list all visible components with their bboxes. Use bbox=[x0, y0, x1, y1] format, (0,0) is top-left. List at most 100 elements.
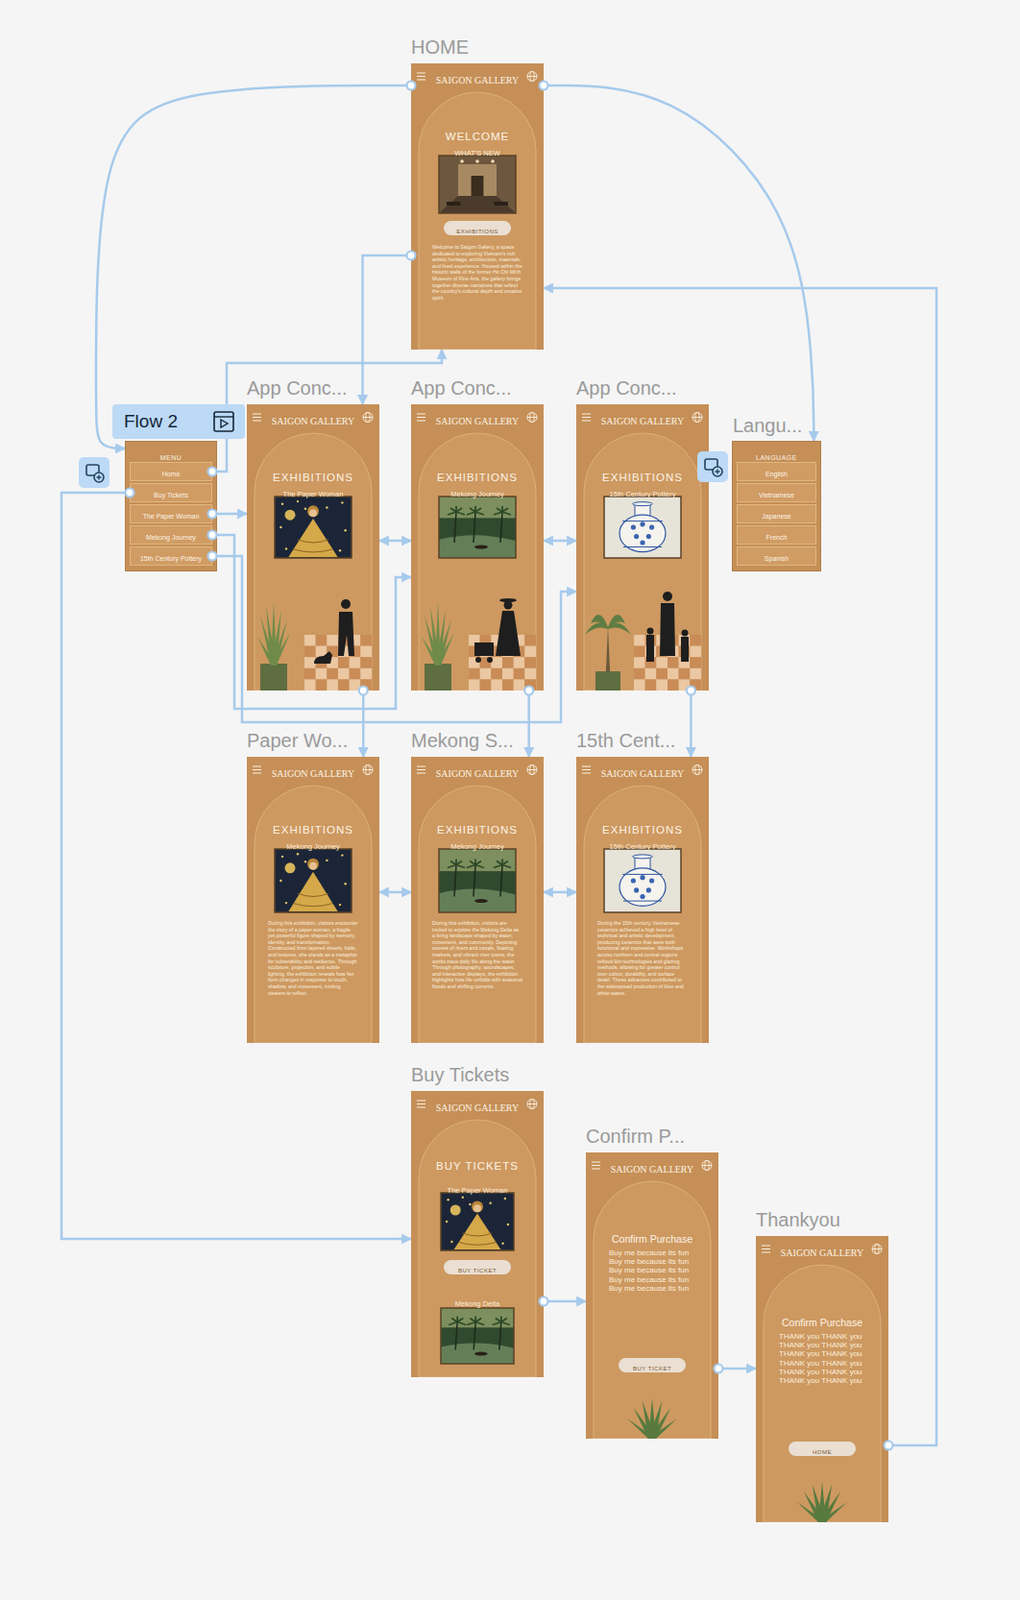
text-slot: BUY TICKETS bbox=[411, 1156, 544, 1174]
connector-handle bbox=[686, 686, 696, 696]
screen-heading: EXHIBITIONS bbox=[602, 824, 683, 836]
screen-heading: EXHIBITIONS bbox=[437, 471, 518, 484]
text-slot: 15th Century Pottery bbox=[576, 483, 709, 501]
text-slot: Mekong S... bbox=[411, 729, 516, 753]
menu-item: Vietnamese bbox=[736, 483, 817, 503]
button-label: EXHIBITIONS bbox=[456, 228, 499, 235]
prototype-connector bbox=[543, 539, 577, 543]
menu-item-label: Buy Tickets bbox=[153, 491, 189, 499]
menu-heading: LANGUAGE bbox=[755, 454, 798, 462]
connector-handle bbox=[208, 510, 218, 519]
text-slot: EXHIBITIONS bbox=[246, 820, 380, 838]
flow-badge: Flow 2 bbox=[112, 404, 245, 439]
subheading: Mekong Delta bbox=[455, 1299, 500, 1309]
frame-illustration bbox=[411, 1091, 544, 1378]
body-text: During this exhibition, visitors encount… bbox=[267, 920, 359, 996]
brand-header: SAIGON GALLERY bbox=[436, 415, 519, 427]
text-slot: SAIGON GALLERY bbox=[411, 763, 544, 781]
prototype-connector bbox=[96, 85, 412, 449]
brand-header: SAIGON GALLERY bbox=[436, 1102, 519, 1114]
flow-name: Flow 2 bbox=[112, 411, 178, 432]
menu-overlay: MENUHomeBuy TicketsThe Paper WomanMekong… bbox=[124, 440, 218, 572]
screen-frame: App Conc...SAIGON GALLERYEXHIBITIONSMeko… bbox=[411, 404, 544, 691]
text-slot: HOME bbox=[411, 36, 471, 59]
screen-frame: 15th Cent...SAIGON GALLERYEXHIBITIONS15t… bbox=[576, 756, 709, 1044]
connector-handle bbox=[524, 686, 534, 696]
add-flow-icon bbox=[78, 457, 110, 488]
text-slot: Confirm Purchase bbox=[755, 1312, 889, 1331]
brand-header: SAIGON GALLERY bbox=[601, 768, 684, 779]
language-overlay: Langu...LANGUAGEEnglishVietnameseJapanes… bbox=[731, 440, 822, 572]
connector-handle bbox=[208, 531, 218, 540]
menu-item: The Paper Woman bbox=[129, 504, 213, 524]
frame-illustration bbox=[411, 756, 544, 1044]
screen-frame: Buy TicketsSAIGON GALLERYBUY TICKETSThe … bbox=[411, 1091, 544, 1378]
menu-item-label: Japanese bbox=[761, 512, 791, 520]
frame-name: Paper Wo... bbox=[246, 729, 350, 752]
connector-handle bbox=[539, 81, 549, 91]
text-slot: Thankyou bbox=[755, 1209, 843, 1232]
text-slot: During this exhibition, visitors encount… bbox=[267, 920, 359, 996]
text-slot: During the 15th century, Vietnamese cera… bbox=[597, 920, 688, 996]
frame-illustration bbox=[246, 404, 380, 691]
text-slot: Confirm Purchase bbox=[585, 1229, 719, 1247]
body-text: THANK you THANK you THANK you THANK you … bbox=[778, 1332, 866, 1385]
frame-name: App Conc... bbox=[246, 377, 350, 399]
connector-handle bbox=[407, 251, 416, 261]
menu-item-label: Spanish bbox=[764, 555, 789, 562]
screen-heading: EXHIBITIONS bbox=[602, 471, 683, 484]
text-slot: SAIGON GALLERY bbox=[585, 1159, 719, 1177]
screen-frame: ThankyouSAIGON GALLERYConfirm PurchaseTH… bbox=[755, 1236, 889, 1523]
text-slot: The Paper Woman bbox=[246, 483, 380, 501]
connector-handle bbox=[884, 1441, 894, 1451]
text-slot: EXHIBITIONS bbox=[411, 820, 544, 838]
frame-illustration bbox=[411, 404, 544, 691]
button-pill: BUY TICKET bbox=[443, 1260, 511, 1275]
frame-illustration bbox=[411, 63, 544, 350]
menu-item-label: English bbox=[765, 470, 788, 478]
brand-header: SAIGON GALLERY bbox=[436, 74, 519, 86]
connector-handle bbox=[407, 81, 416, 91]
frame-name: App Conc... bbox=[411, 377, 514, 399]
subheading: The Paper Woman bbox=[447, 1186, 509, 1195]
text-slot: Confirm P... bbox=[585, 1125, 687, 1148]
prototype-connector bbox=[379, 539, 412, 543]
screen-heading: WELCOME bbox=[445, 130, 510, 143]
frame-name: Langu... bbox=[732, 414, 804, 437]
prototype-connector bbox=[212, 512, 247, 516]
prototype-connector bbox=[689, 690, 693, 757]
play-icon bbox=[212, 410, 236, 434]
text-slot: EXHIBITIONS bbox=[576, 467, 709, 486]
frame-illustration bbox=[576, 404, 709, 691]
menu-item-label: Vietnamese bbox=[758, 491, 795, 499]
frame-name: Buy Tickets bbox=[411, 1064, 511, 1086]
prototype-connector bbox=[362, 690, 365, 757]
prototype-connector bbox=[543, 85, 814, 441]
menu-item: Spanish bbox=[736, 546, 817, 566]
text-slot: Spanish bbox=[737, 547, 816, 565]
text-slot: 15th Century Pottery bbox=[576, 835, 709, 853]
menu-item: Buy Tickets bbox=[129, 483, 213, 503]
screen-frame: HOMESAIGON GALLERYWELCOMEWHAT'S NEWEXHIB… bbox=[411, 63, 544, 350]
text-slot: The Paper Woman bbox=[411, 1179, 544, 1197]
menu-item: Japanese bbox=[736, 504, 817, 524]
menu-item: Mekong Journey bbox=[129, 525, 213, 545]
subheading: WHAT'S NEW bbox=[454, 148, 501, 158]
text-slot: Buy me because its fun Buy me because it… bbox=[608, 1248, 696, 1293]
screen-heading: BUY TICKETS bbox=[436, 1160, 519, 1172]
text-slot: Welcome to Saigon Gallery, a space dedic… bbox=[432, 243, 523, 301]
text-slot: Langu... bbox=[732, 414, 804, 438]
connector-handle bbox=[359, 686, 368, 696]
text-slot: Buy Tickets bbox=[411, 1064, 511, 1087]
subheading: Mekong Journey bbox=[286, 842, 340, 851]
frame-name: Mekong S... bbox=[411, 729, 516, 752]
button-pill: EXHIBITIONS bbox=[443, 220, 511, 236]
prototype-connector bbox=[379, 891, 412, 895]
connector-handle bbox=[714, 1364, 724, 1374]
menu-item-label: French bbox=[766, 534, 788, 541]
text-slot: SAIGON GALLERY bbox=[246, 763, 380, 781]
subheading: Mekong Journey bbox=[450, 842, 504, 851]
text-slot: SAIGON GALLERY bbox=[246, 411, 380, 429]
screen-frame: App Conc...SAIGON GALLERYEXHIBITIONSThe … bbox=[246, 404, 380, 691]
frame-name: HOME bbox=[411, 36, 471, 58]
